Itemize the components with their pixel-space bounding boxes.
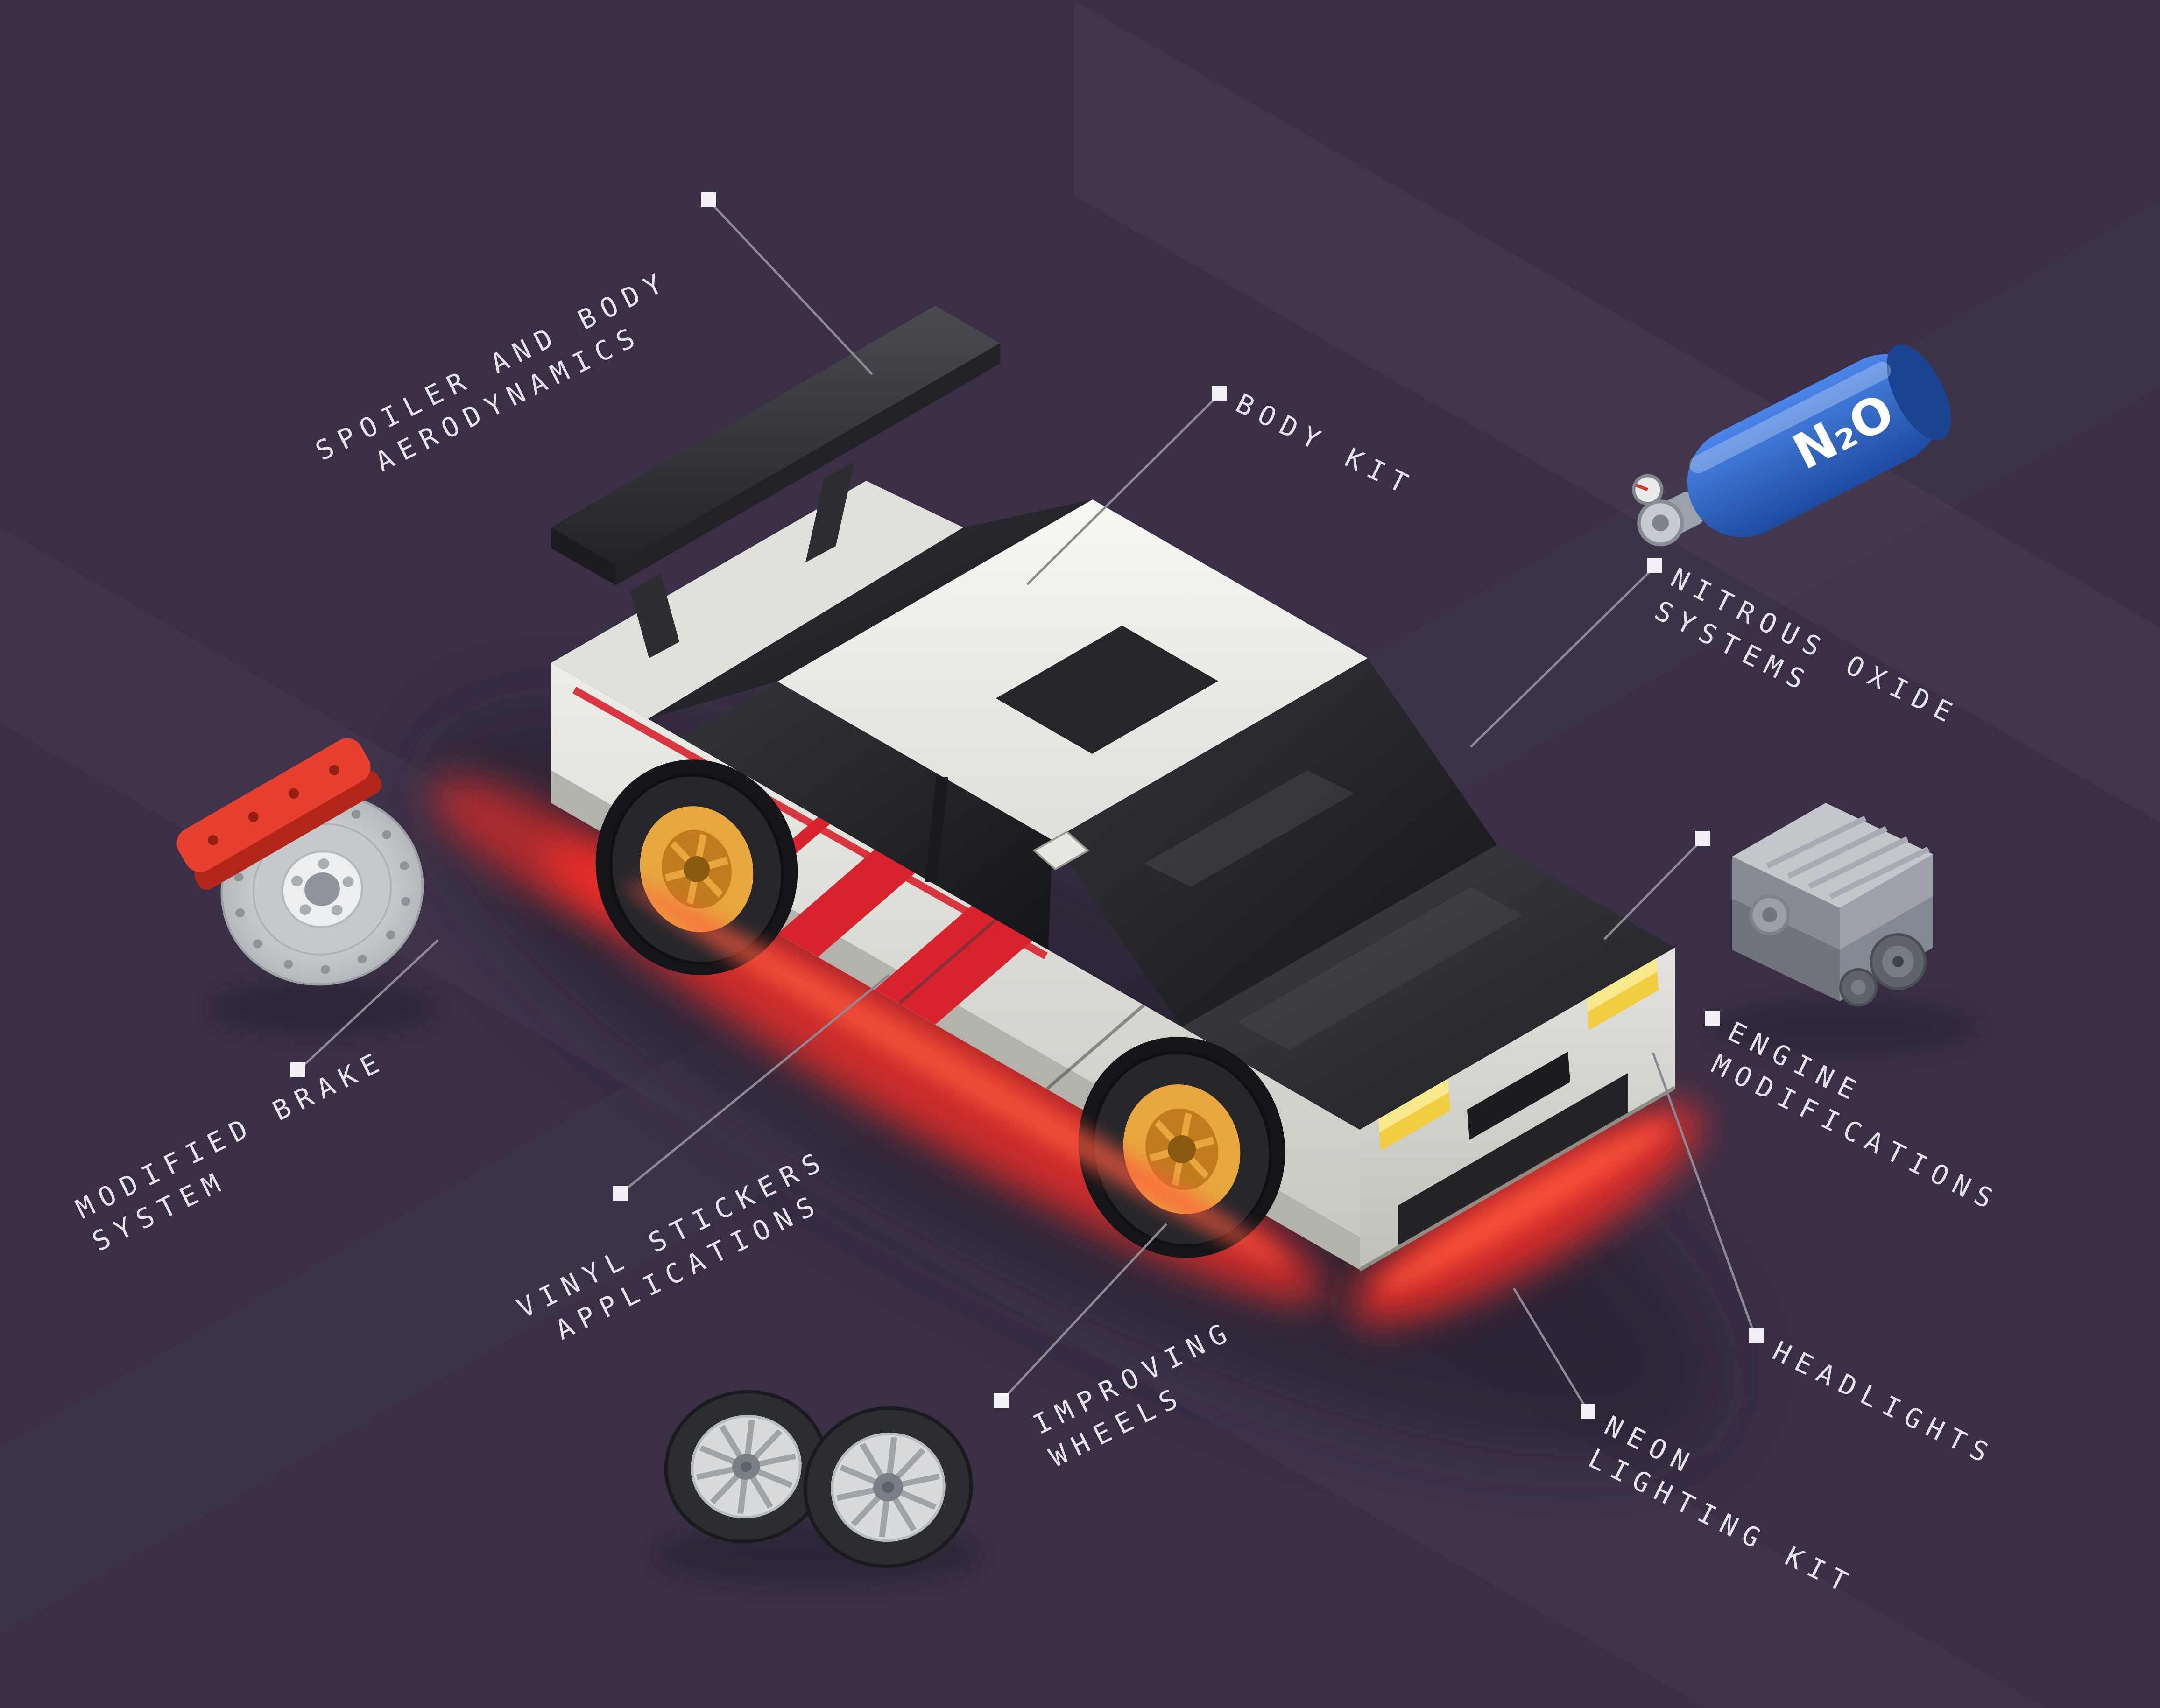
front-intake <box>1398 1073 1628 1248</box>
pulley-inner <box>1851 980 1866 995</box>
spoiler-wing-edge <box>616 343 1000 585</box>
underglow-core-front <box>1378 1121 1671 1292</box>
hub-center <box>882 1481 894 1493</box>
connector-wheels <box>1001 1223 1167 1401</box>
windshield-sheen <box>1144 770 1354 887</box>
caliper-body <box>194 770 382 890</box>
car-hood <box>1182 845 1675 1130</box>
car-rear-wheel <box>595 759 798 975</box>
spoiler-strut <box>630 574 679 658</box>
rim-lip <box>691 1414 802 1519</box>
engine-cover-right <box>1840 854 1933 950</box>
connector-lines <box>298 201 1756 1412</box>
connector-engine <box>1603 838 1703 940</box>
side-mirror <box>1032 830 1090 871</box>
connector-body-kit <box>1026 393 1221 585</box>
car-rear-window <box>648 499 1093 719</box>
door-seam <box>1045 1004 1145 1090</box>
car-front-wheel <box>1078 1037 1285 1258</box>
tank-endcap <box>1886 344 1951 441</box>
alloy-wheel <box>664 1390 828 1544</box>
headlight-left-glow <box>1378 1079 1449 1132</box>
marker-square-engine-line <box>1695 831 1710 846</box>
hub-bolts <box>291 858 354 916</box>
spoiler-strut <box>805 462 854 562</box>
car-trunk <box>551 481 963 719</box>
hub-center <box>741 1461 752 1472</box>
valve-cover-ribs <box>1766 815 1930 900</box>
hood-sheen <box>1237 887 1522 1050</box>
pulley-hub <box>1892 956 1904 967</box>
gauge-needle <box>1635 484 1649 492</box>
alloy-wheel <box>803 1406 973 1568</box>
underglow-core-side <box>625 881 1289 1266</box>
marker-square-vinyl <box>613 1186 628 1201</box>
marker-square-wheels <box>994 1393 1009 1408</box>
headlight-right-glow <box>1587 958 1657 1012</box>
marker-square-brake <box>290 1062 305 1077</box>
marker-square-spoiler <box>701 192 716 207</box>
brake-disc-illustration <box>176 738 424 986</box>
tank-highlight <box>1689 362 1891 473</box>
tank-body <box>1687 354 1941 538</box>
car-sunroof <box>996 626 1218 754</box>
spoiler-wing <box>551 306 1000 565</box>
car-side-window <box>680 682 1052 950</box>
car-b-pillar <box>925 776 948 883</box>
underglow-rear <box>431 778 653 921</box>
grille <box>1467 1052 1570 1140</box>
wheels-illustration <box>664 1390 973 1568</box>
rim-lip <box>831 1432 946 1542</box>
hub <box>684 856 710 882</box>
caliper-top <box>176 738 371 872</box>
side-stripe <box>875 906 1032 1025</box>
hub <box>1168 1135 1196 1163</box>
marker-square-engine-label <box>1705 1011 1720 1026</box>
brake-disc-shadow <box>210 983 434 1034</box>
brake-caliper <box>176 738 382 890</box>
bumper-lip <box>1358 1086 1676 1272</box>
alternator-hub <box>1762 907 1777 922</box>
car-illustration <box>551 306 1676 1292</box>
door-seam <box>897 918 997 1005</box>
marker-square-neon <box>1581 1404 1595 1419</box>
marker-square-body-kit <box>1212 386 1227 401</box>
connector-spoiler <box>709 201 873 375</box>
n2o-tank-illustration: N₂O <box>1632 344 1951 547</box>
connector-neon <box>1512 1287 1589 1412</box>
car-windshield <box>1052 658 1497 1027</box>
spoiler-wing-end <box>551 527 616 585</box>
side-stripe <box>777 850 915 957</box>
engine-illustration <box>1732 803 1933 1006</box>
engine-shadow <box>1714 1000 1975 1054</box>
car-front-details <box>1358 958 1676 1272</box>
caliper-bolts <box>208 765 339 845</box>
car-spoiler <box>551 306 1000 658</box>
connector-vinyl <box>620 974 890 1194</box>
hub-center <box>304 872 340 906</box>
connector-nitrous <box>1470 566 1656 748</box>
connector-brake <box>298 939 439 1071</box>
connector-markers <box>290 192 1764 1419</box>
valve-center <box>1652 514 1669 532</box>
marker-square-headlights <box>1749 1328 1764 1343</box>
marker-square-nitrous <box>1647 558 1662 573</box>
connector-headlights <box>1652 1052 1756 1335</box>
